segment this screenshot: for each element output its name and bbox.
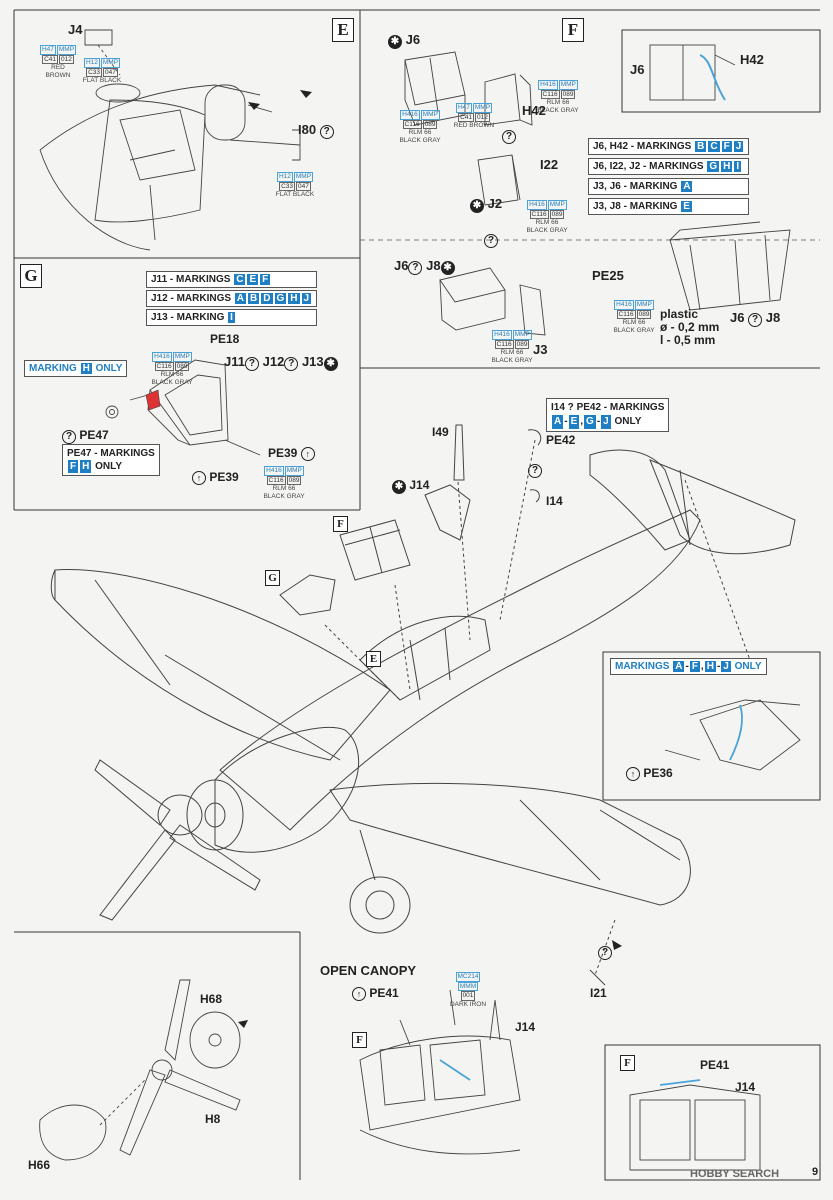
part-j4: J4 (68, 22, 83, 37)
part-pe41: ↑ PE41 (352, 986, 399, 1001)
question-icon: ? (319, 125, 334, 139)
part-pe18: PE18 (210, 332, 240, 346)
pe42-markings-note: I14 ? PE42 - MARKINGS A-E,G-J ONLY (546, 398, 670, 432)
part-h68: H68 (200, 992, 223, 1006)
part-j11-j12-j13: J11? J12? J13✱ (224, 354, 338, 371)
part-i80: I80 ? (298, 122, 334, 139)
part-j6-top: ✱ J6 (388, 32, 420, 49)
part-pe39-right: PE39 ↑ (268, 446, 315, 461)
question-icon-i21: ? (598, 944, 612, 960)
part-pe39-left: ↑ PE39 (192, 470, 239, 485)
plastic-spec: plastic ø - 0,2 mm l - 0,5 mm (660, 307, 720, 347)
part-j2: ✱ J2 (470, 196, 502, 213)
inset-pe41: PE41 (700, 1058, 730, 1072)
marking-row: J3, J8 - MARKING E (588, 198, 750, 215)
part-i14: I14 (546, 494, 563, 508)
part-j14-open: J14 (515, 1020, 536, 1034)
part-pe25: PE25 (592, 268, 624, 283)
open-canopy-title: OPEN CANOPY (320, 963, 417, 978)
part-i49: I49 (432, 425, 449, 439)
star-icon: ✱ (470, 199, 484, 213)
marking-row: J13 - MARKING I (146, 309, 318, 326)
callout-F-open: F (352, 1032, 367, 1048)
part-i21: I21 (590, 986, 607, 1000)
marking-row: J3, J6 - MARKING A (588, 178, 750, 195)
part-i22: I22 (540, 157, 559, 172)
part-j6-j8-lower: J6 ? J8 (730, 310, 781, 327)
callout-G: G (265, 570, 280, 586)
page-number: 9 (812, 1166, 819, 1178)
part-h66: H66 (28, 1158, 51, 1172)
section-F-label: F (562, 18, 584, 42)
question-icon-main: ? (528, 462, 542, 478)
question-icon-i22: ? (502, 128, 516, 144)
part-j14: ✱ J14 (392, 478, 429, 494)
inset-h42: H42 (740, 52, 764, 67)
part-j6-j8: J6? J8✱ (394, 258, 455, 275)
part-h8: H8 (205, 1112, 221, 1126)
part-pe47: ? PE47 (62, 428, 109, 444)
part-h42: H42 (522, 103, 546, 118)
part-pe42: PE42 (546, 433, 576, 447)
paint-dark-iron: MC214 MMM 001 DARK IRON (449, 972, 487, 1008)
section-E-label: E (332, 18, 354, 42)
callout-F: F (333, 516, 348, 532)
tail-markings-note: MARKINGS A-F,H-J ONLY (610, 658, 767, 675)
inset-j14: J14 (735, 1080, 756, 1094)
watermark-text: HOBBY SEARCH (690, 1168, 780, 1180)
question-icon-f: ? (484, 232, 498, 248)
section-G-label: G (20, 264, 42, 288)
marking-h-only: MARKING H ONLY (24, 360, 128, 377)
callout-F-inset: F (620, 1055, 635, 1071)
callout-E: E (366, 651, 381, 667)
star-icon: ✱ (388, 35, 402, 49)
part-j3: J3 (533, 342, 548, 357)
inset-j6: J6 (630, 62, 645, 77)
part-pe36: ↑ PE36 (626, 766, 673, 781)
